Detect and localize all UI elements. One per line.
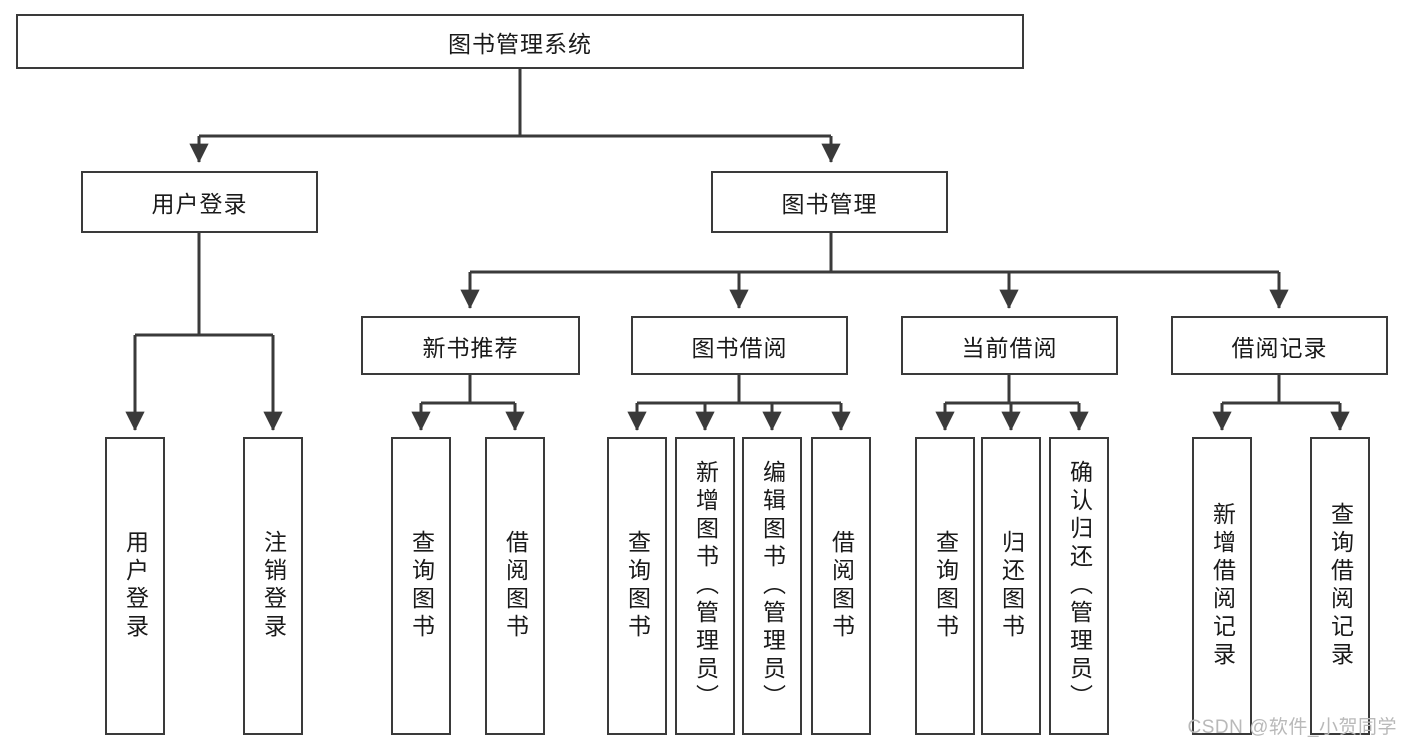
node-leaf-add-book[interactable]: 新增图书（管理员） <box>675 437 735 735</box>
node-leaf-confirm-return-label: 确认归还（管理员） <box>1066 460 1093 712</box>
node-root[interactable]: 图书管理系统 <box>16 14 1024 69</box>
node-leaf-logout-label: 注销登录 <box>260 530 287 642</box>
node-root-label: 图书管理系统 <box>448 30 592 57</box>
node-borrow-record-label: 借阅记录 <box>1231 334 1328 361</box>
node-user-login[interactable]: 用户登录 <box>81 171 318 233</box>
node-leaf-borrow-book-1-label: 借阅图书 <box>502 530 529 642</box>
node-leaf-borrow-book-1[interactable]: 借阅图书 <box>485 437 545 735</box>
node-new-book-recommend[interactable]: 新书推荐 <box>361 316 580 375</box>
node-book-management-label: 图书管理 <box>781 191 878 217</box>
node-leaf-query-record[interactable]: 查询借阅记录 <box>1310 437 1370 735</box>
node-current-borrow[interactable]: 当前借阅 <box>901 316 1118 375</box>
node-user-login-label: 用户登录 <box>151 191 248 217</box>
node-leaf-query-book-1-label: 查询图书 <box>408 530 435 642</box>
node-leaf-borrow-book-2-label: 借阅图书 <box>828 530 855 642</box>
node-leaf-query-book-2[interactable]: 查询图书 <box>607 437 667 735</box>
node-leaf-add-record[interactable]: 新增借阅记录 <box>1192 437 1252 735</box>
node-leaf-user-login[interactable]: 用户登录 <box>105 437 165 735</box>
node-book-management[interactable]: 图书管理 <box>711 171 948 233</box>
node-leaf-return-book[interactable]: 归还图书 <box>981 437 1041 735</box>
node-leaf-add-record-label: 新增借阅记录 <box>1209 502 1236 670</box>
node-leaf-query-book-2-label: 查询图书 <box>624 530 651 642</box>
node-new-book-recommend-label: 新书推荐 <box>422 334 519 361</box>
node-leaf-query-book-3-label: 查询图书 <box>932 530 959 642</box>
node-leaf-return-book-label: 归还图书 <box>998 530 1025 642</box>
node-leaf-edit-book[interactable]: 编辑图书（管理员） <box>742 437 802 735</box>
node-leaf-confirm-return[interactable]: 确认归还（管理员） <box>1049 437 1109 735</box>
node-leaf-query-book-1[interactable]: 查询图书 <box>391 437 451 735</box>
node-leaf-user-login-label: 用户登录 <box>122 530 149 642</box>
node-leaf-query-record-label: 查询借阅记录 <box>1327 502 1354 670</box>
node-leaf-borrow-book-2[interactable]: 借阅图书 <box>811 437 871 735</box>
node-leaf-add-book-label: 新增图书（管理员） <box>692 460 719 712</box>
node-leaf-query-book-3[interactable]: 查询图书 <box>915 437 975 735</box>
node-leaf-edit-book-label: 编辑图书（管理员） <box>759 460 786 712</box>
node-book-borrow[interactable]: 图书借阅 <box>631 316 848 375</box>
node-borrow-record[interactable]: 借阅记录 <box>1171 316 1388 375</box>
node-leaf-logout[interactable]: 注销登录 <box>243 437 303 735</box>
node-book-borrow-label: 图书借阅 <box>691 334 788 361</box>
watermark: CSDN @软件_小贺同学 <box>1187 717 1397 738</box>
node-current-borrow-label: 当前借阅 <box>961 334 1058 361</box>
